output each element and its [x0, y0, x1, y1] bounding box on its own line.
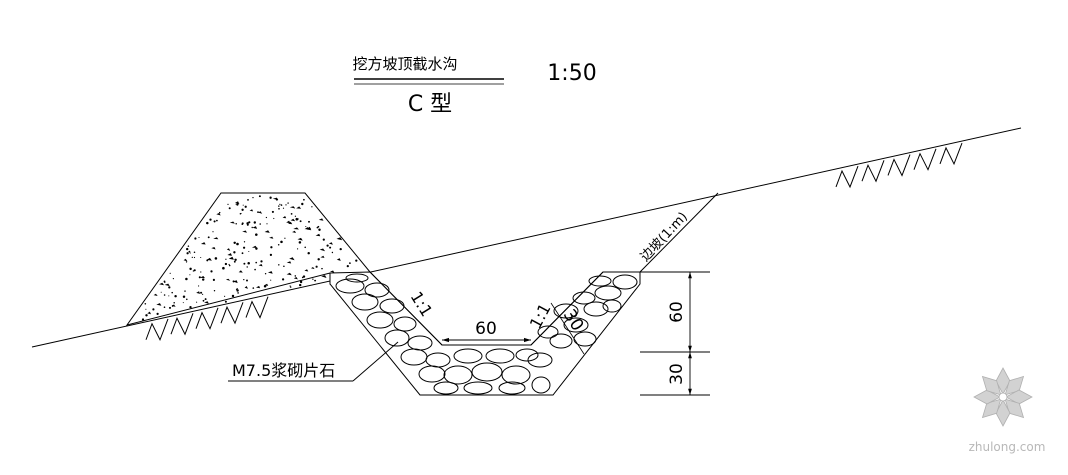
vertical-dimensions	[640, 271, 710, 396]
watermark: zhulong.com	[969, 367, 1046, 454]
ground-hatching-left	[145, 296, 269, 341]
depth-label: 60	[667, 301, 687, 323]
watermark-text: zhulong.com	[969, 440, 1046, 454]
spoil-mound	[125, 192, 371, 326]
bottom-width-label: 60	[475, 319, 497, 339]
ground-hatching-right	[835, 142, 963, 189]
title-name: 挖方坡顶截水沟	[352, 55, 457, 73]
base-label: 30	[667, 363, 687, 385]
material-leader: M7.5浆砌片石	[228, 341, 399, 382]
thickness-dim-line	[550, 302, 585, 355]
watermark-logo-icon	[973, 367, 1033, 427]
excavated-slope-line	[639, 192, 719, 273]
title-scale: 1:50	[547, 61, 596, 86]
material-label: M7.5浆砌片石	[232, 361, 335, 380]
ditch-lining	[329, 271, 641, 396]
bottom-width-dimension: 60	[442, 319, 531, 343]
excavated-slope-label: 边坡(1:m)	[638, 210, 691, 265]
title-type: C 型	[408, 92, 452, 117]
ground-line	[31, 127, 1022, 348]
title-block: 挖方坡顶截水沟 C 型 1:50	[352, 55, 596, 117]
